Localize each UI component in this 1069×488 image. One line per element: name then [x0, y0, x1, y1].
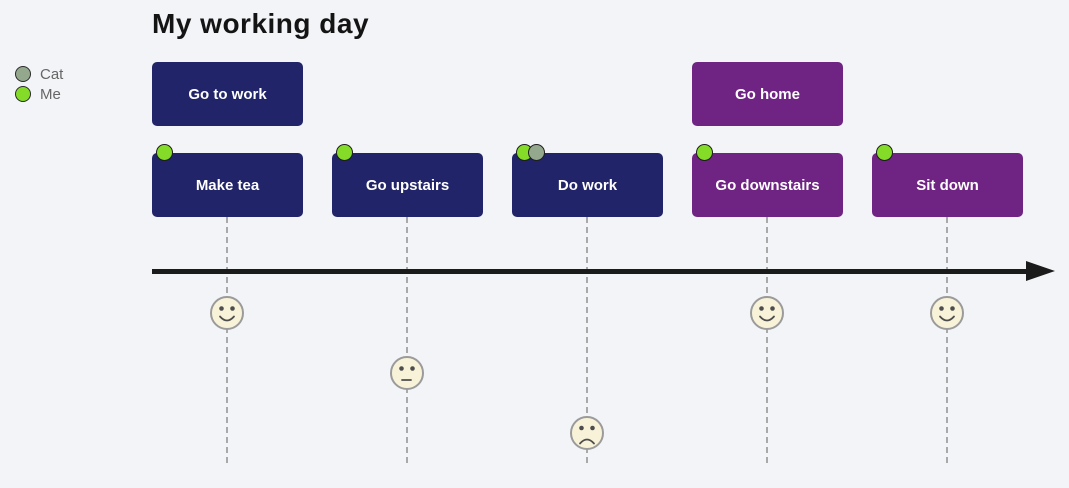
task-do-work: Do work — [512, 144, 663, 217]
neutral-face-icon — [390, 356, 424, 390]
column-guide-line — [766, 217, 768, 463]
task-go-downstairs: Go downstairs — [692, 144, 843, 217]
happy-face-icon — [210, 296, 244, 330]
legend: Cat Me — [15, 64, 63, 104]
task-label: Go upstairs — [365, 176, 450, 194]
me-dot-icon — [336, 144, 353, 161]
page-title: My working day — [152, 8, 370, 39]
timeline-arrowhead-icon — [1026, 261, 1055, 281]
task-label: Do work — [557, 176, 618, 194]
column-guide-line — [406, 217, 408, 463]
me-dot-icon — [156, 144, 173, 161]
legend-item-cat: Cat — [15, 64, 63, 84]
legend-label-cat: Cat — [40, 65, 64, 83]
me-dot-icon — [15, 86, 31, 102]
task-label: Go home — [734, 85, 800, 103]
task-go-upstairs: Go upstairs — [332, 144, 483, 217]
column-guide-line — [226, 217, 228, 463]
me-dot-icon — [876, 144, 893, 161]
column-guide-line — [586, 217, 588, 463]
task-label: Go downstairs — [715, 176, 820, 194]
happy-face-icon — [930, 296, 964, 330]
task-label: Make tea — [195, 176, 260, 194]
timeline-axis — [152, 269, 1030, 274]
task-go-home: Go home — [692, 62, 843, 126]
cat-dot-icon — [15, 66, 31, 82]
me-dot-icon — [696, 144, 713, 161]
legend-label-me: Me — [40, 85, 61, 103]
happy-face-icon — [750, 296, 784, 330]
column-guide-line — [946, 217, 948, 463]
legend-item-me: Me — [15, 84, 63, 104]
task-label: Go to work — [188, 85, 267, 103]
task-make-tea: Make tea — [152, 144, 303, 217]
task-go-to-work: Go to work — [152, 62, 303, 126]
cat-dot-icon — [528, 144, 545, 161]
sad-face-icon — [570, 416, 604, 450]
task-sit-down: Sit down — [872, 144, 1023, 217]
task-label: Sit down — [916, 176, 979, 194]
